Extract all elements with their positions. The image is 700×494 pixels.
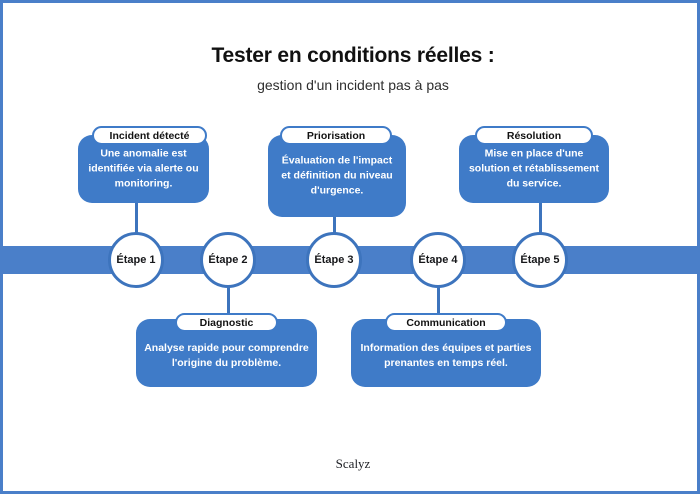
card-incident-detecte[interactable]: Une anomalie est identifiée via alerte o… — [78, 135, 209, 203]
step-circle-label: Étape 2 — [208, 254, 248, 266]
step-circle-label: Étape 5 — [520, 254, 560, 266]
card-priorisation[interactable]: Évaluation de l'impact et définition du … — [268, 135, 406, 217]
connector-step-1 — [135, 202, 138, 236]
card-label-communication[interactable]: Communication — [385, 313, 507, 332]
connector-step-2 — [227, 284, 230, 318]
step-circle-label: Étape 3 — [314, 254, 354, 266]
page-title: Tester en conditions réelles : — [211, 44, 495, 67]
step-circle-label: Étape 1 — [116, 254, 156, 266]
card-label-incident-detecte[interactable]: Incident détecté — [92, 126, 207, 145]
connector-step-4 — [437, 284, 440, 318]
step-circle-5[interactable]: Étape 5 — [512, 232, 568, 288]
card-body-text: Mise en place d'une solution et rétablis… — [468, 147, 600, 190]
connector-step-3 — [333, 216, 336, 236]
card-body-text: Analyse rapide pour comprendre l'origine… — [144, 341, 309, 369]
card-label-resolution[interactable]: Résolution — [475, 126, 593, 145]
step-circle-1[interactable]: Étape 1 — [108, 232, 164, 288]
card-resolution[interactable]: Mise en place d'une solution et rétablis… — [459, 135, 609, 203]
card-body-text: Évaluation de l'impact et définition du … — [281, 154, 393, 197]
step-circle-3[interactable]: Étape 3 — [306, 232, 362, 288]
step-circle-4[interactable]: Étape 4 — [410, 232, 466, 288]
card-label-diagnostic[interactable]: Diagnostic — [175, 313, 278, 332]
step-circle-label: Étape 4 — [418, 254, 458, 266]
card-label-priorisation[interactable]: Priorisation — [280, 126, 392, 145]
page-subtitle: gestion d'un incident pas à pas — [257, 77, 449, 94]
step-circle-2[interactable]: Étape 2 — [200, 232, 256, 288]
connector-step-5 — [539, 202, 542, 236]
card-body-text: Une anomalie est identifiée via alerte o… — [88, 147, 199, 190]
brand-name: Scalyz — [335, 456, 371, 471]
card-body-text: Information des équipes et parties prena… — [360, 341, 532, 369]
footer: Scalyz — [3, 455, 697, 473]
header: Tester en conditions réelles : gestion d… — [3, 43, 697, 94]
card-communication[interactable]: Information des équipes et parties prena… — [351, 319, 541, 387]
